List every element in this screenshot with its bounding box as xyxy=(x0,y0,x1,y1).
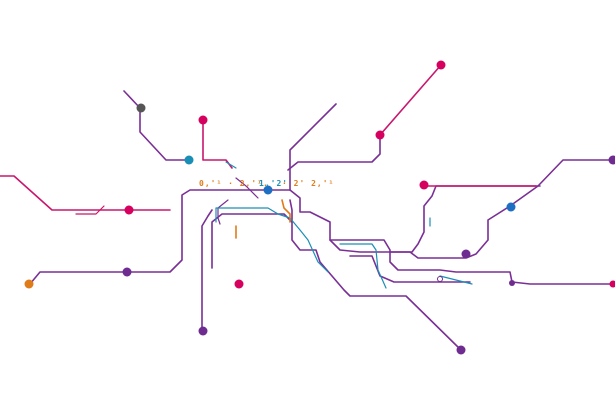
route-teal-east xyxy=(339,243,387,289)
purple-lines xyxy=(29,90,615,351)
station-e-blue[interactable] xyxy=(506,202,516,212)
route-north-magenta xyxy=(287,134,381,171)
station-e-purple[interactable] xyxy=(461,249,471,259)
route-orange-core xyxy=(281,199,291,223)
station-n-magenta[interactable] xyxy=(198,115,208,125)
station-e-interchange[interactable] xyxy=(437,276,443,282)
route-core-east xyxy=(289,159,615,259)
route-west-magenta-2 xyxy=(75,205,105,215)
map-labels: 0,'¹ · 2,'¹. 1,'2' · 2' 2,'¹ xyxy=(199,179,334,188)
station-nw-teal[interactable] xyxy=(184,155,194,165)
station-ne-magenta[interactable] xyxy=(375,130,385,140)
station-e-small[interactable] xyxy=(509,280,515,286)
route-west-magenta xyxy=(0,175,171,211)
station-w-orange[interactable] xyxy=(24,279,34,289)
route-northeast xyxy=(289,103,337,191)
label-right-a: 1,'2' xyxy=(259,179,288,188)
route-teal-n xyxy=(225,161,237,169)
station-e-magenta-end[interactable] xyxy=(609,280,615,288)
station-s-magenta[interactable] xyxy=(234,279,244,289)
route-ne-magenta xyxy=(379,64,442,136)
label-left: 0,'¹ · 2,'¹. xyxy=(199,179,269,188)
route-west-trunk xyxy=(29,189,291,285)
route-nw-gray xyxy=(123,90,190,161)
magenta-lines xyxy=(0,64,537,215)
route-ne-loop xyxy=(389,185,541,253)
route-core-link xyxy=(235,177,259,199)
label-right-b: · 2' 2,'¹ xyxy=(282,179,334,188)
station-w-magenta[interactable] xyxy=(124,205,134,215)
station-e-purple-end[interactable] xyxy=(608,155,615,165)
station-nw-gray[interactable] xyxy=(136,103,146,113)
station-ne-magenta-top[interactable] xyxy=(436,60,446,70)
station-se-purple[interactable] xyxy=(456,345,466,355)
orange-lines xyxy=(235,199,291,239)
stations xyxy=(24,60,615,355)
station-e-magenta[interactable] xyxy=(419,180,429,190)
route-inner-loop xyxy=(211,213,293,269)
route-south-1 xyxy=(289,199,462,351)
route-teal-se xyxy=(439,275,473,285)
route-east-branch-2 xyxy=(349,255,471,283)
route-south-2 xyxy=(201,209,213,333)
station-w-purple[interactable] xyxy=(122,267,132,277)
station-s-purple[interactable] xyxy=(198,326,208,336)
route-n-magenta xyxy=(202,119,233,169)
route-teal-core xyxy=(215,207,329,273)
station-center-blue[interactable] xyxy=(263,185,273,195)
route-east-branch xyxy=(329,239,615,285)
route-inner-south xyxy=(217,199,229,225)
